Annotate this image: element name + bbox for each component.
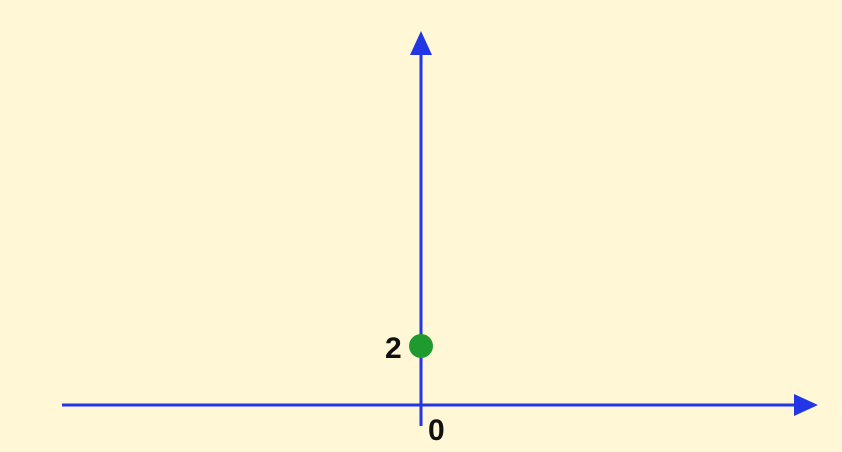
origin-label: 0 (428, 414, 445, 447)
horizontal-axis-arrow-icon (794, 394, 818, 416)
green-point (409, 334, 433, 358)
point-value-label: 2 (385, 332, 402, 365)
vertical-axis-arrow-icon (410, 31, 432, 55)
